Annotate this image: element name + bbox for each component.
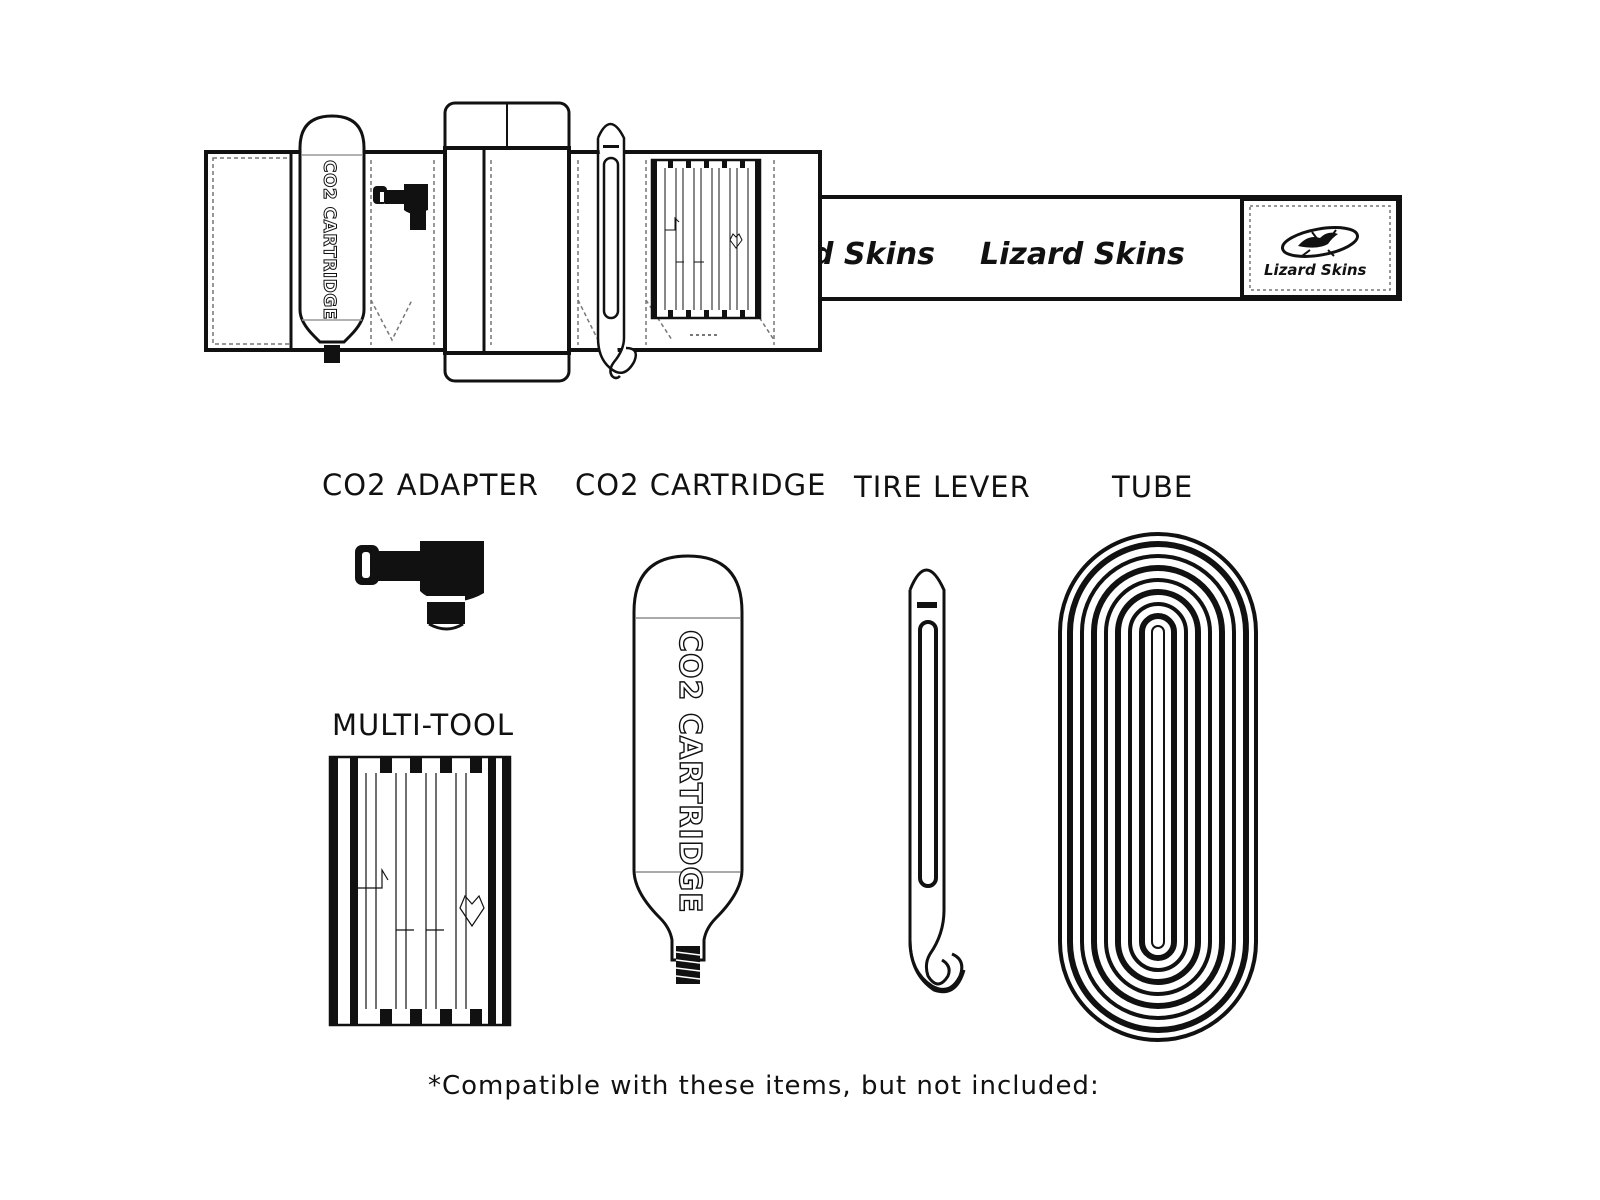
pouch-co2-adapter — [373, 184, 428, 230]
pouch-cartridge-print: CO2 CARTRIDGE — [319, 160, 339, 320]
lizard-logo-icon — [1281, 226, 1359, 258]
velcro-patch — [1240, 197, 1400, 299]
tube-label: TUBE — [1112, 470, 1194, 504]
patch-logo-text: Lizard Skins — [1264, 261, 1367, 279]
strap: d Skins Lizard Skins Lizard Skins — [812, 195, 1402, 301]
strap-text-cut: d Skins — [812, 237, 935, 272]
multi-tool-icon — [328, 755, 512, 1027]
tire-lever-label: TIRE LEVER — [854, 470, 1031, 504]
pouch-tube — [443, 101, 571, 383]
co2-cartridge-label: CO2 CARTRIDGE — [575, 468, 827, 502]
tube-icon — [1058, 532, 1258, 1042]
multi-tool-label: MULTI-TOOL — [332, 708, 515, 742]
co2-cartridge-icon: CO2 CARTRIDGE — [632, 554, 744, 984]
cartridge-print: CO2 CARTRIDGE — [672, 630, 707, 914]
compatibility-footnote: *Compatible with these items, but not in… — [428, 1071, 1100, 1101]
pouch-co2-cartridge: CO2 CARTRIDGE — [298, 114, 366, 363]
co2-adapter-label: CO2 ADAPTER — [322, 468, 539, 502]
strap-text: Lizard Skins — [980, 237, 1185, 272]
tool-roll-pouch: d Skins Lizard Skins Lizard Skins — [204, 101, 1402, 383]
pouch-tire-lever — [596, 122, 637, 380]
tire-lever-icon — [908, 568, 966, 994]
pouch-multi-tool — [650, 158, 762, 336]
co2-adapter-icon — [355, 541, 484, 631]
